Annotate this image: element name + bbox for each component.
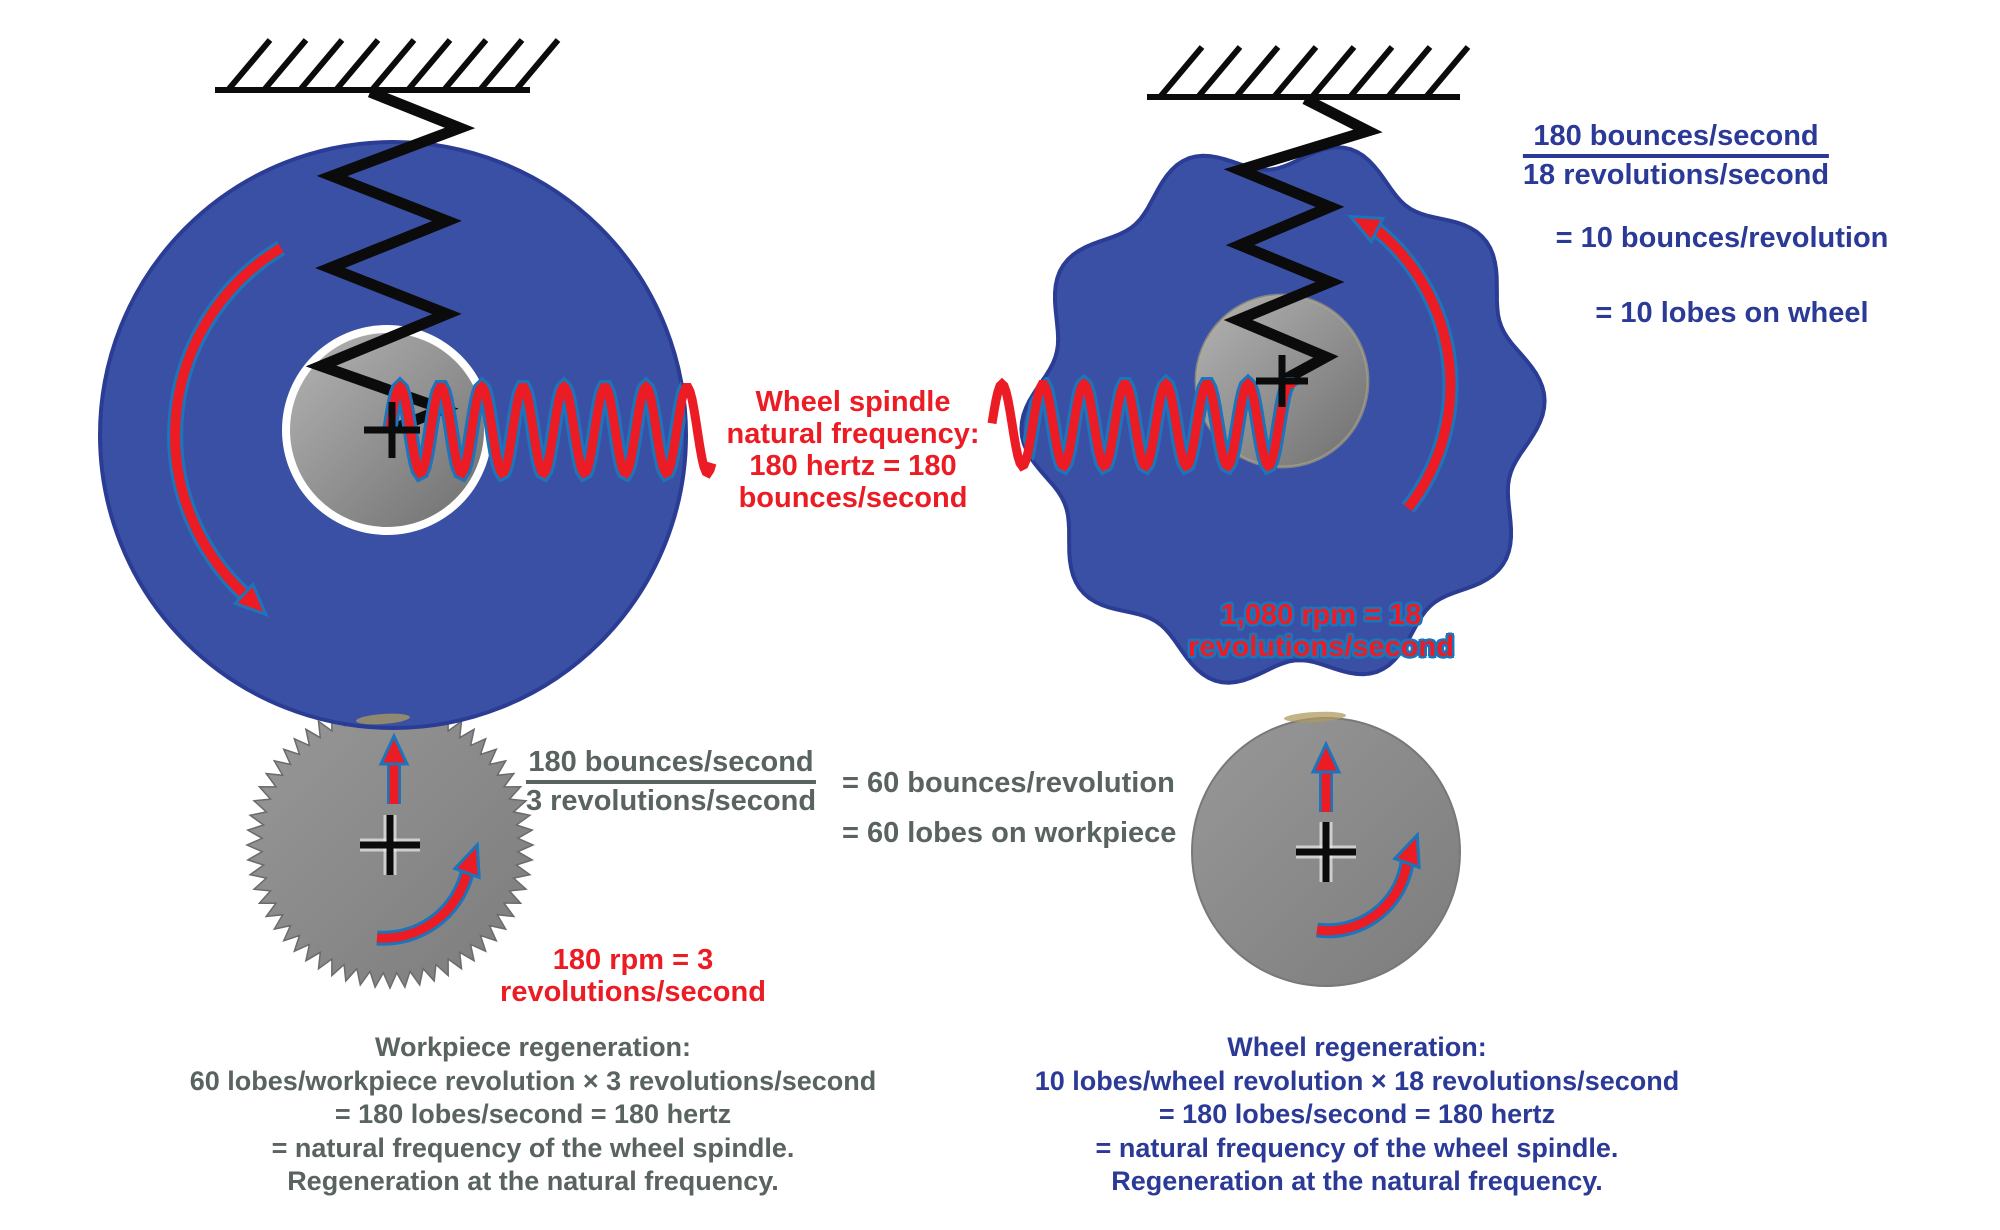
label-line: natural frequency: <box>726 418 980 450</box>
workpiece-lobes-fraction: 180 bounces/second 3 revolutions/second <box>525 746 817 817</box>
caption-line: Workpiece regeneration: <box>374 1032 692 1062</box>
hatch-line <box>441 38 489 92</box>
wheel-spindle-frequency-label: Wheel spindle natural frequency: 180 her… <box>727 386 980 514</box>
fraction-numerator: 180 bounces/second <box>525 746 817 784</box>
hatch-line <box>1271 45 1319 99</box>
caption-line: Regeneration at the natural frequency. <box>1111 1166 1603 1196</box>
workpiece-regeneration-caption: Workpiece regeneration: 60 lobes/workpie… <box>190 1031 876 1199</box>
wheel-bounces-per-revolution: = 10 bounces/revolution <box>1555 222 1889 254</box>
hub-cross-left <box>364 402 420 458</box>
rotation-arrowhead <box>1346 214 1386 245</box>
hatch-line <box>369 38 417 92</box>
wheel-lobes-result: = 10 lobes on wheel <box>1595 297 1869 329</box>
caption-line: 10 lobes/wheel revolution × 18 revolutio… <box>1034 1065 1680 1096</box>
caption-line: Regeneration at the natural frequency. <box>287 1166 779 1196</box>
caption-line: Wheel regeneration: <box>1227 1032 1487 1062</box>
rotation-arrowhead <box>452 841 481 880</box>
hatch-line <box>297 38 345 92</box>
contact-mark-right <box>1284 711 1346 723</box>
wheel-lobes-fraction: 180 bounces/second 18 revolutions/second <box>1522 120 1830 191</box>
label-line: revolutions/second <box>500 976 766 1008</box>
caption-line: = natural frequency of the wheel spindle… <box>271 1132 795 1163</box>
label-line: Wheel spindle <box>755 386 951 418</box>
hatch-line <box>405 38 453 92</box>
hatch-line <box>477 38 525 92</box>
label-line: 180 hertz = 180 <box>749 450 957 482</box>
workpiece-lobes-result: = 60 lobes on workpiece <box>842 817 1177 849</box>
hatch-line <box>333 38 381 92</box>
hatch-line <box>1385 45 1433 99</box>
label-line: 180 rpm = 3 <box>552 944 714 976</box>
hub-cross-right <box>1256 355 1308 407</box>
hatch-line <box>1309 45 1357 99</box>
fraction-denominator: 18 revolutions/second <box>1522 159 1830 191</box>
workpiece-cross-left <box>360 815 420 875</box>
caption-line: = 180 lobes/second = 180 hertz <box>334 1099 732 1129</box>
rotation-arrowhead <box>1392 831 1421 870</box>
wheel-regeneration-caption: Wheel regeneration: 10 lobes/wheel revol… <box>1035 1031 1679 1199</box>
bounce-arrowhead <box>378 732 410 766</box>
workpiece-rotation-arrow-left <box>376 841 481 946</box>
fixed-support-left <box>215 38 561 93</box>
vibration-wave-right <box>987 377 1296 472</box>
hatch-line <box>1195 45 1243 99</box>
hatch-line <box>225 38 273 92</box>
fraction-numerator: 180 bounces/second <box>1522 120 1830 158</box>
spring-right <box>1223 94 1383 386</box>
workpiece-rotation-arrow-right <box>1315 831 1421 939</box>
workpiece-bounces-per-revolution: = 60 bounces/revolution <box>842 767 1175 799</box>
workpiece-bounce-arrow-left <box>378 732 410 804</box>
label-line: revolutions/second <box>1188 631 1454 663</box>
rotation-arrow <box>170 243 284 598</box>
fraction-denominator: 3 revolutions/second <box>525 785 817 817</box>
wheel-rotation-arrow-left <box>167 241 286 618</box>
label-line: 1,080 rpm = 18 <box>1220 599 1422 631</box>
workpiece-speed-label: 180 rpm = 3 revolutions/second <box>500 944 766 1008</box>
contact-mark-left <box>356 713 410 725</box>
workpiece-cross-right <box>1296 822 1356 882</box>
rotation-arrow <box>1316 862 1412 936</box>
wheel-rotation-arrow-right <box>1346 214 1459 513</box>
hatch-line <box>1423 45 1471 99</box>
workpiece-bounce-arrow-right <box>1310 740 1342 812</box>
caption-line: 60 lobes/workpiece revolution × 3 revolu… <box>189 1065 877 1096</box>
hatch-line <box>1157 45 1205 99</box>
bounce-arrowhead <box>1310 740 1342 774</box>
hatch-line <box>261 38 309 92</box>
wheel-speed-label: 1,080 rpm = 18 revolutions/second <box>1188 599 1454 663</box>
rotation-arrowhead <box>232 581 269 618</box>
rotation-arrow <box>1373 226 1456 512</box>
hatch-line <box>513 38 561 92</box>
caption-line: = natural frequency of the wheel spindle… <box>1095 1132 1619 1163</box>
rotation-arrow <box>376 871 472 943</box>
hatch-line <box>1233 45 1281 99</box>
fixed-support-right <box>1147 45 1471 100</box>
label-line: bounces/second <box>738 482 968 514</box>
vibration-wave-left <box>385 380 717 479</box>
hatch-line <box>1347 45 1395 99</box>
caption-line: = 180 lobes/second = 180 hertz <box>1158 1099 1556 1129</box>
